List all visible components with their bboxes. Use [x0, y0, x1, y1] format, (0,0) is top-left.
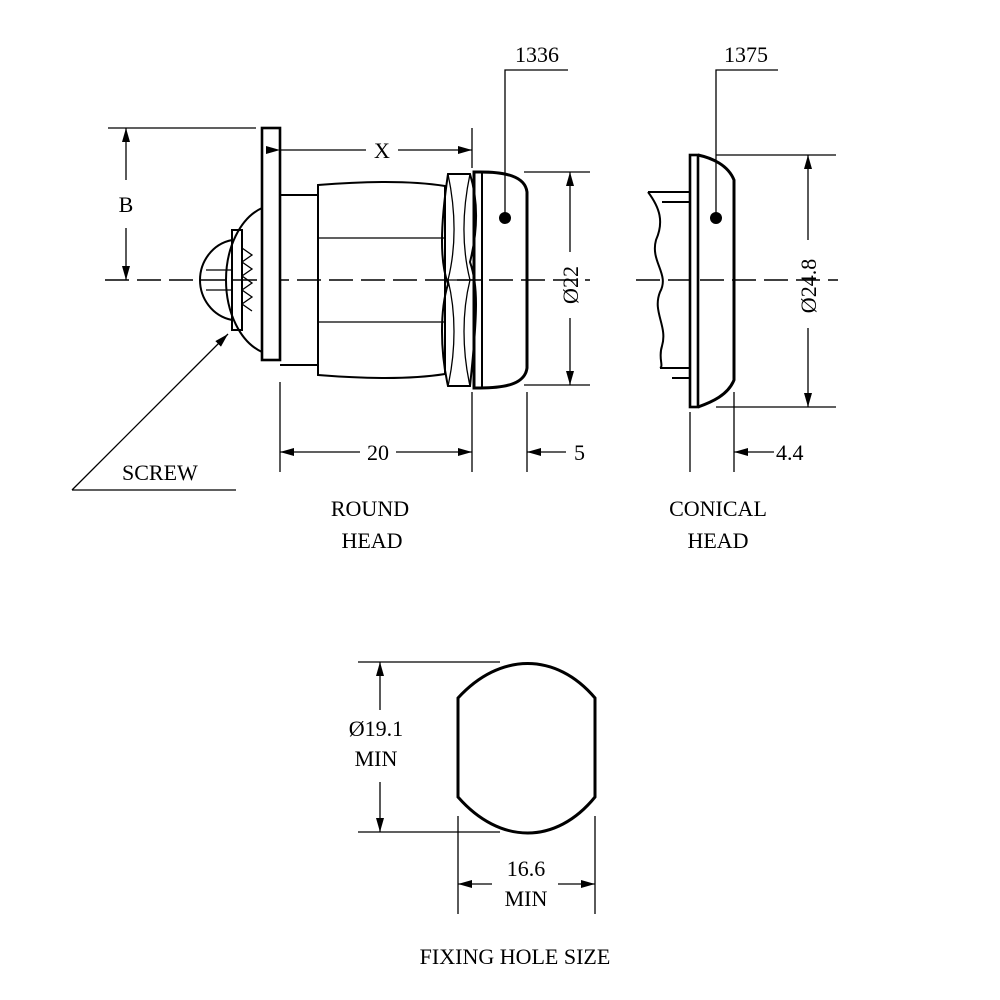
fixing-hole-view: Ø19.1 MIN 16.6 MIN FIXING HOLE SIZE [349, 661, 611, 969]
svg-text:20: 20 [367, 440, 389, 465]
round-head-label-line2: HEAD [341, 528, 402, 553]
round-head-view: 1336 X B 20 5 [71, 42, 590, 553]
svg-text:16.6: 16.6 [507, 856, 546, 881]
dimension-hole-width: 16.6 MIN [457, 816, 596, 914]
part-number-1336: 1336 [515, 42, 559, 67]
dimension-head-4-4: 4.4 [689, 392, 804, 472]
part-number-1375: 1375 [724, 42, 768, 67]
fixing-hole-title: FIXING HOLE SIZE [420, 944, 611, 969]
flange-plate [260, 126, 282, 362]
broken-body-lines [648, 191, 690, 379]
svg-text:4.4: 4.4 [776, 440, 804, 465]
conical-head-view: 1375 Ø24.8 4.4 CONICAL HEAD [636, 42, 838, 553]
break-line [647, 191, 665, 369]
svg-text:MIN: MIN [355, 746, 398, 771]
svg-text:Ø24.8: Ø24.8 [796, 259, 821, 313]
svg-text:B: B [119, 192, 134, 217]
dimension-length-20: 20 [279, 382, 473, 472]
dimension-b: B [108, 127, 256, 280]
part-leader-1336 [504, 69, 568, 218]
hex-nut [441, 173, 477, 387]
dimension-diameter-22: Ø22 [524, 171, 590, 386]
conical-head-label-line2: HEAD [687, 528, 748, 553]
screw-leader: SCREW [71, 333, 236, 491]
conical-head-cap [697, 153, 736, 409]
dimension-head-5: 5 [526, 392, 585, 472]
rear-dome [224, 207, 263, 353]
part-leader-1375 [715, 69, 778, 218]
svg-text:5: 5 [574, 440, 585, 465]
dimension-hole-height: Ø19.1 MIN [349, 661, 500, 833]
svg-text:SCREW: SCREW [122, 460, 198, 485]
dimension-x: X [266, 128, 473, 168]
svg-text:Ø22: Ø22 [558, 266, 583, 304]
conical-head-label-line1: CONICAL [669, 496, 767, 521]
svg-text:MIN: MIN [505, 886, 548, 911]
svg-text:Ø19.1: Ø19.1 [349, 716, 403, 741]
screw-icon [198, 229, 254, 331]
svg-text:X: X [374, 138, 390, 163]
round-head-label-line1: ROUND [331, 496, 409, 521]
fixing-hole-outline [456, 662, 597, 835]
conical-flange [688, 153, 700, 409]
dimension-diameter-24-8: Ø24.8 [716, 154, 836, 408]
